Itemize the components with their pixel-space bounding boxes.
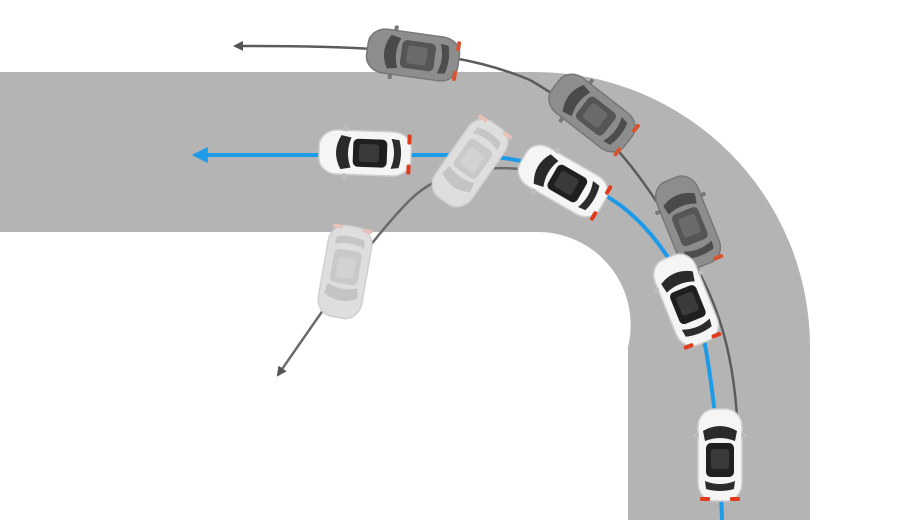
oversteer-path	[276, 166, 561, 377]
road	[0, 72, 810, 520]
car-icon	[317, 123, 413, 183]
car-icon	[692, 408, 748, 502]
car-icon	[314, 222, 376, 322]
